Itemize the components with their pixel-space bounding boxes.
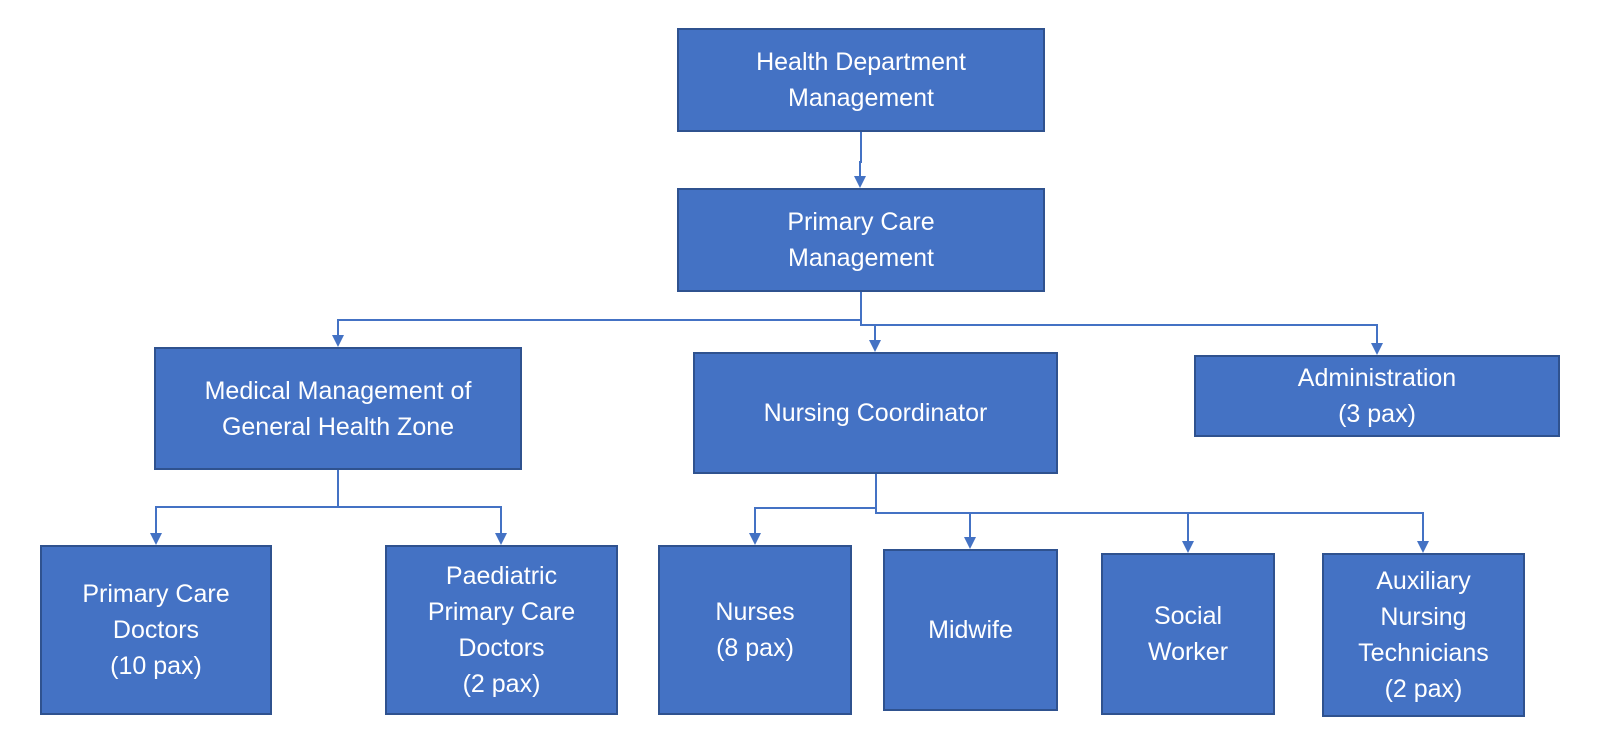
node-label-line: Doctors — [112, 616, 200, 644]
node-administration[interactable]: Administration (3 pax) — [1194, 355, 1560, 437]
connector-line — [859, 132, 862, 178]
node-label-line: (2 pax) — [1384, 675, 1463, 703]
node-paediatric-primary-care-doctors[interactable]: Paediatric Primary Care Doctors (2 pax) — [385, 545, 618, 715]
node-label-line: Nursing Coordinator — [763, 399, 988, 427]
node-label-line: Management — [788, 244, 934, 272]
node-label: Social Worker — [1148, 598, 1228, 670]
node-label-line: Primary Care — [427, 598, 576, 626]
node-label-line: (2 pax) — [462, 670, 541, 698]
connector-nursing-to-midwife — [875, 508, 976, 549]
node-label: Nursing Coordinator — [764, 395, 988, 431]
arrowhead — [495, 533, 507, 545]
arrowhead — [854, 176, 866, 188]
node-label-line: Technicians — [1358, 639, 1489, 667]
connector-primary-care-to-admin — [861, 324, 1383, 355]
node-label: Nurses (8 pax) — [715, 594, 794, 666]
node-auxiliary-nursing-technicians[interactable]: Auxiliary Nursing Technicians (2 pax) — [1322, 553, 1525, 717]
node-label-line: Midwife — [928, 616, 1013, 644]
node-label: Health Department Management — [756, 44, 966, 116]
node-label: Administration (3 pax) — [1298, 360, 1456, 432]
node-label-line: Health Department — [756, 48, 966, 76]
connector-primary-care-to-medical — [332, 292, 862, 347]
connector-line — [337, 292, 862, 337]
node-label-line: (8 pax) — [716, 634, 794, 662]
node-label: Primary Care Doctors (10 pax) — [82, 576, 229, 684]
connector-line — [860, 320, 876, 342]
arrowhead — [1182, 541, 1194, 553]
node-label-line: Medical Management of — [204, 376, 472, 405]
node-label: Midwife — [928, 612, 1013, 648]
arrowhead — [869, 340, 881, 352]
node-nursing-coordinator[interactable]: Nursing Coordinator — [693, 352, 1058, 474]
arrowhead — [749, 533, 761, 545]
node-label-line: Administration — [1297, 364, 1457, 392]
node-label-line: Management — [788, 84, 934, 112]
node-label-line: Paediatric — [445, 562, 558, 590]
node-label-line: Social — [1153, 602, 1223, 630]
node-nurses[interactable]: Nurses (8 pax) — [658, 545, 852, 715]
node-label-line: (10 pax) — [110, 652, 202, 680]
node-label-line: Nurses — [715, 598, 795, 626]
connector-health-dept-to-primary-care — [854, 132, 866, 188]
node-label: Paediatric Primary Care Doctors (2 pax) — [428, 558, 575, 702]
connector-medical-to-pc-doctors — [150, 470, 339, 545]
node-label: Primary Care Management — [787, 204, 934, 276]
node-label-line: Primary Care — [82, 580, 230, 608]
connector-line — [861, 324, 1378, 345]
arrowhead — [1371, 343, 1383, 355]
node-label-line: Primary Care — [787, 208, 935, 236]
node-label: Medical Management of General Health Zon… — [205, 373, 472, 445]
connector-nursing-to-aux-nursing — [876, 512, 1429, 553]
arrowhead — [332, 335, 344, 347]
node-medical-management[interactable]: Medical Management of General Health Zon… — [154, 347, 522, 470]
connector-line — [876, 512, 1189, 543]
node-label-line: Auxiliary — [1376, 567, 1471, 595]
node-label-line: Nursing — [1380, 603, 1467, 631]
connector-line — [876, 512, 1424, 543]
arrowhead — [1417, 541, 1429, 553]
connector-medical-to-paed-doctors — [338, 506, 507, 545]
connector-line — [338, 506, 502, 535]
node-label-line: General Health Zone — [221, 412, 455, 441]
node-label-line: (3 pax) — [1338, 400, 1416, 428]
connector-nursing-to-social-worker — [876, 512, 1194, 553]
connector-line — [155, 470, 339, 535]
node-label-line: Worker — [1147, 638, 1229, 666]
node-social-worker[interactable]: Social Worker — [1101, 553, 1275, 715]
node-label: Auxiliary Nursing Technicians (2 pax) — [1358, 563, 1489, 707]
node-primary-care-doctors[interactable]: Primary Care Doctors (10 pax) — [40, 545, 272, 715]
node-label-line: Doctors — [458, 634, 545, 662]
connector-nursing-to-nurses — [749, 474, 877, 545]
arrowhead — [964, 537, 976, 549]
connector-line — [754, 474, 877, 535]
node-midwife[interactable]: Midwife — [883, 549, 1058, 711]
node-health-department-management[interactable]: Health Department Management — [677, 28, 1045, 132]
node-primary-care-management[interactable]: Primary Care Management — [677, 188, 1045, 292]
arrowhead — [150, 533, 162, 545]
